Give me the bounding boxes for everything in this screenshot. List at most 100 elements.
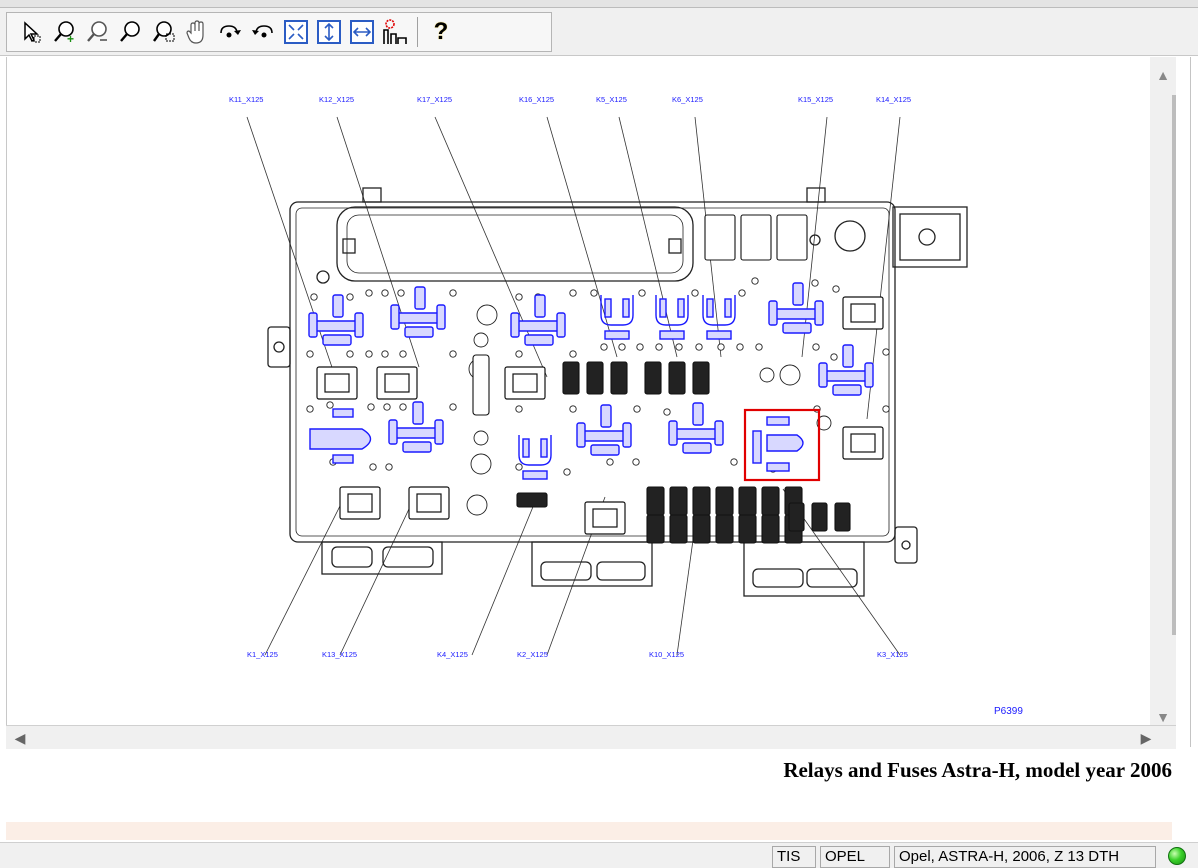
- highlighted-component-frame[interactable]: [743, 408, 821, 482]
- fit-width-icon[interactable]: [347, 17, 377, 47]
- relay-pin: [622, 298, 630, 318]
- terminal-socket-inner: [850, 433, 876, 453]
- relay-pin: [436, 304, 446, 330]
- relay-pin: [394, 427, 440, 439]
- blade-fuse: [761, 486, 780, 516]
- scroll-left-arrow-icon[interactable]: ◀: [14, 729, 26, 746]
- component-label-top[interactable]: K12_X125: [319, 95, 354, 104]
- component-label-bottom[interactable]: K3_X125: [877, 650, 908, 659]
- relay-pin: [396, 312, 442, 324]
- relay-pin: [824, 370, 870, 382]
- status-brand: OPEL: [820, 846, 890, 868]
- screw-hole: [385, 463, 393, 471]
- component-label-top[interactable]: K14_X125: [876, 95, 911, 104]
- relay-pin: [774, 308, 820, 320]
- vertical-scrollbar[interactable]: ▲ ▼: [1150, 57, 1176, 725]
- relay-pin: [412, 401, 424, 425]
- scroll-right-arrow-icon[interactable]: ▶: [1140, 729, 1152, 746]
- screw-hole: [811, 279, 819, 287]
- relay-k15[interactable]: [768, 282, 824, 334]
- screw-hole: [618, 343, 626, 351]
- relay-pin: [604, 330, 630, 340]
- rotate-left-icon[interactable]: [248, 17, 278, 47]
- rotate-right-icon[interactable]: [215, 17, 245, 47]
- relay-k17[interactable]: [510, 294, 566, 346]
- component-label-top[interactable]: K17_X125: [417, 95, 452, 104]
- relay-k11[interactable]: [308, 294, 364, 346]
- component-label-bottom[interactable]: K10_X125: [649, 650, 684, 659]
- select-pointer-icon[interactable]: [17, 17, 47, 47]
- component-label-bottom[interactable]: K4_X125: [437, 650, 468, 659]
- component-label-bottom[interactable]: K2_X125: [517, 650, 548, 659]
- relay-pin: [534, 294, 546, 318]
- mini-fuse: [610, 361, 628, 395]
- terminal-socket-inner: [347, 493, 373, 513]
- screw-hole: [655, 343, 663, 351]
- fit-all-icon[interactable]: [281, 17, 311, 47]
- relay-k4[interactable]: [518, 435, 552, 480]
- pan-hand-icon[interactable]: [182, 17, 212, 47]
- screw-hole: [638, 289, 646, 297]
- bolt: [476, 304, 498, 326]
- screw-hole: [306, 405, 314, 413]
- mini-fuse: [562, 361, 580, 395]
- screw-hole: [449, 350, 457, 358]
- zoom-window-icon[interactable]: [149, 17, 179, 47]
- relay-k13[interactable]: [388, 401, 444, 453]
- terminal-socket-inner: [592, 508, 618, 528]
- screw-hole: [569, 405, 577, 413]
- relay-k10[interactable]: [668, 402, 724, 454]
- relay-pin: [752, 430, 762, 464]
- component-label-bottom[interactable]: K1_X125: [247, 650, 278, 659]
- screw-hole: [515, 293, 523, 301]
- relay-k6[interactable]: [702, 295, 736, 340]
- relay-pin: [714, 420, 724, 446]
- screw-hole: [600, 343, 608, 351]
- help-icon[interactable]: ?: [426, 17, 456, 47]
- relay-k5[interactable]: [655, 295, 689, 340]
- mini-fuse: [668, 361, 686, 395]
- mini-fuse: [586, 361, 604, 395]
- relay-k14[interactable]: [818, 344, 874, 396]
- component-label-top[interactable]: K5_X125: [596, 95, 627, 104]
- component-label-top[interactable]: K16_X125: [519, 95, 554, 104]
- relay-k1[interactable]: [309, 408, 372, 464]
- blade-fuse: [761, 514, 780, 544]
- vertical-scroll-thumb[interactable]: [1172, 95, 1176, 635]
- component-label-bottom[interactable]: K13_X125: [322, 650, 357, 659]
- relay-pin: [522, 438, 530, 458]
- relay-k2[interactable]: [576, 404, 632, 456]
- highlight-component-icon[interactable]: [380, 17, 410, 47]
- screw-hole: [730, 458, 738, 466]
- scroll-down-arrow-icon[interactable]: ▼: [1156, 709, 1170, 725]
- relay-pin: [308, 312, 318, 338]
- relay-k3[interactable]: [752, 416, 804, 472]
- screw-hole: [882, 405, 890, 413]
- component-label-top[interactable]: K11_X125: [229, 95, 263, 104]
- horizontal-scrollbar[interactable]: ◀ ▶: [6, 725, 1176, 749]
- window-right-edge: [1190, 57, 1198, 747]
- screw-hole: [365, 350, 373, 358]
- screw-hole: [306, 350, 314, 358]
- mini-fuse: [644, 361, 662, 395]
- component-label-top[interactable]: K15_X125: [798, 95, 833, 104]
- component-label-top[interactable]: K6_X125: [672, 95, 703, 104]
- fit-height-icon[interactable]: [314, 17, 344, 47]
- zoom-icon[interactable]: [116, 17, 146, 47]
- screw-hole: [515, 463, 523, 471]
- relay-k12[interactable]: [390, 286, 446, 338]
- blade-fuse: [738, 486, 757, 516]
- scroll-up-arrow-icon[interactable]: ▲: [1156, 67, 1170, 83]
- relay-body: [518, 435, 552, 466]
- relay-body: [702, 295, 736, 326]
- relay-k16[interactable]: [600, 295, 634, 340]
- zoom-out-icon[interactable]: [83, 17, 113, 47]
- blade-fuse: [646, 514, 665, 544]
- zoom-in-icon[interactable]: +: [50, 17, 80, 47]
- blade-fuse: [788, 502, 805, 532]
- tool-group: +: [6, 12, 552, 52]
- blade-fuse: [669, 486, 688, 516]
- relay-pin: [434, 419, 444, 445]
